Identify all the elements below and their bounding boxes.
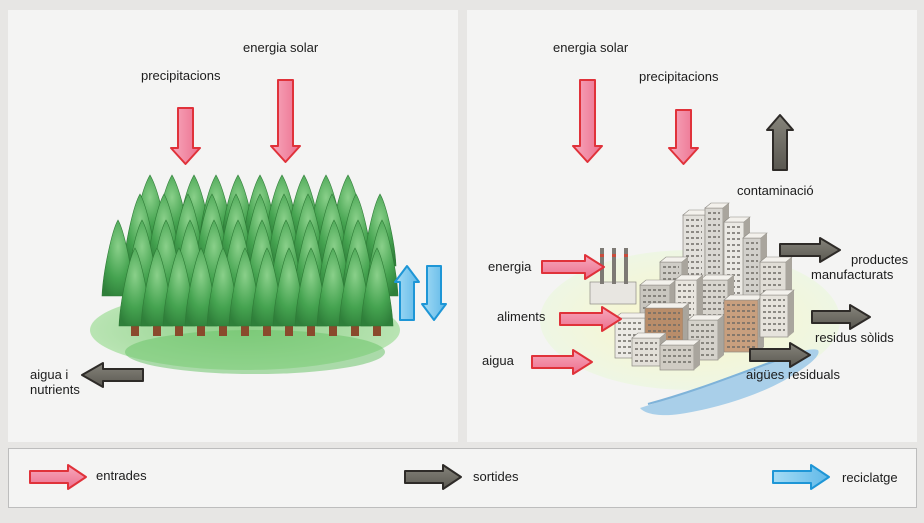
city-buildings [589, 202, 795, 371]
building [742, 232, 768, 304]
building [659, 339, 701, 371]
forest-recycling-arrows [394, 265, 447, 321]
city-energy-arrow [541, 254, 605, 280]
city-solar-arrow [572, 79, 603, 163]
city-products-label-1: productes [851, 252, 909, 267]
forest-solar-arrow [270, 79, 301, 163]
city-food-arrow [559, 306, 622, 332]
city-precipitation-arrow [668, 109, 699, 165]
legend-inputs-arrow [29, 464, 87, 490]
legend-inputs-label: entrades [96, 468, 147, 483]
legend-recycling-label: reciclatge [842, 470, 898, 485]
legend-outputs-arrow [404, 464, 462, 490]
building [759, 256, 793, 318]
city-solid-waste-arrow [811, 304, 871, 330]
building [723, 294, 765, 353]
city-pollution-arrow [766, 114, 794, 171]
city-waste-water-label: aigües residuals [746, 367, 840, 382]
city-waste-water-arrow [749, 342, 811, 368]
city-products-label-2: manufacturats [811, 267, 894, 282]
city-water-label: aigua [482, 353, 514, 368]
city-food-label: aliments [497, 309, 546, 324]
forest-nutrients-label-2: nutrients [30, 382, 80, 397]
forest-precipitation-label: precipitacions [141, 68, 221, 83]
building [759, 289, 795, 338]
building [687, 314, 725, 361]
city-precipitation-label: precipitacions [639, 69, 719, 84]
forest-precipitation-arrow [170, 107, 201, 165]
forest-nutrients-label-1: aigua i [30, 367, 69, 382]
legend-recycling-arrow [772, 464, 830, 490]
city-products-arrow [779, 237, 841, 263]
forest-nutrients-arrow [81, 362, 144, 388]
legend-outputs-label: sortides [473, 469, 519, 484]
city-water-arrow [531, 349, 593, 375]
forest-solar-label: energia solar [243, 40, 319, 55]
legend-bar [8, 448, 917, 508]
city-energy-label: energia [488, 259, 532, 274]
forest-trees [101, 174, 399, 336]
tree [360, 247, 394, 336]
city-pollution-label: contaminació [737, 183, 814, 198]
city-solid-waste-label: residus sòlids [815, 330, 894, 345]
city-solar-label: energia solar [553, 40, 629, 55]
